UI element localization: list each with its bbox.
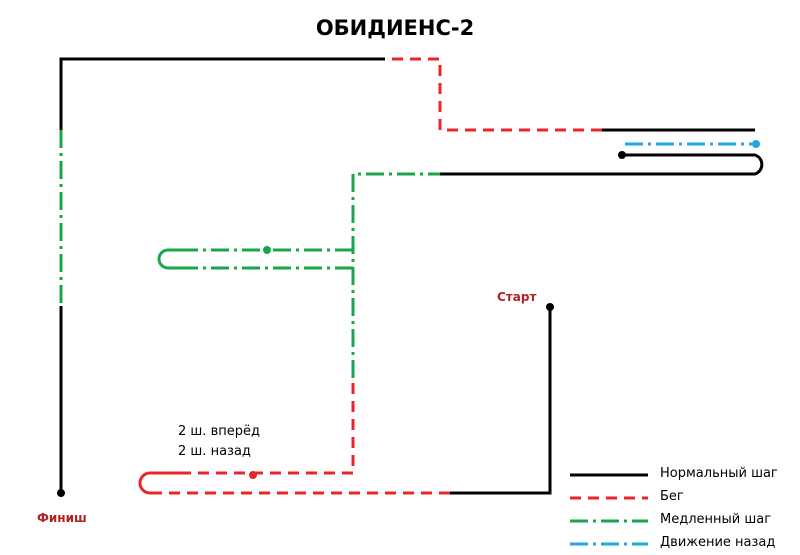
legend-text-run: Бег <box>660 489 684 504</box>
back-steps-label: 2 ш. назад <box>178 444 251 459</box>
segment-bottom-uturn <box>138 471 180 495</box>
start-label: Старт <box>497 290 537 304</box>
backward-turn-point <box>618 151 626 159</box>
segment-bottom-upper-run <box>180 378 355 475</box>
segment-middle-normal <box>440 153 764 176</box>
legend-text-slow: Медленный шаг <box>660 512 772 527</box>
bottom-loop-point <box>249 471 257 479</box>
legend-samples <box>570 473 648 546</box>
backward-end-point <box>752 140 760 148</box>
finish-point <box>57 489 65 497</box>
left-loop-point <box>263 246 271 254</box>
legend-text-backward: Движение назад <box>660 535 776 550</box>
segment-start-normal <box>450 307 552 495</box>
forward-steps-label: 2 ш. вперёд <box>178 424 260 439</box>
segment-upper-run <box>385 57 602 132</box>
finish-label: Финиш <box>37 511 87 525</box>
segment-top-normal <box>59 57 385 130</box>
start-point <box>546 303 554 311</box>
segment-vertical-slow <box>351 172 440 378</box>
segment-left-uturn <box>157 248 180 270</box>
diagram-title: ОБИДИЕНС-2 <box>315 16 475 40</box>
legend-text-normal: Нормальный шаг <box>660 466 778 481</box>
